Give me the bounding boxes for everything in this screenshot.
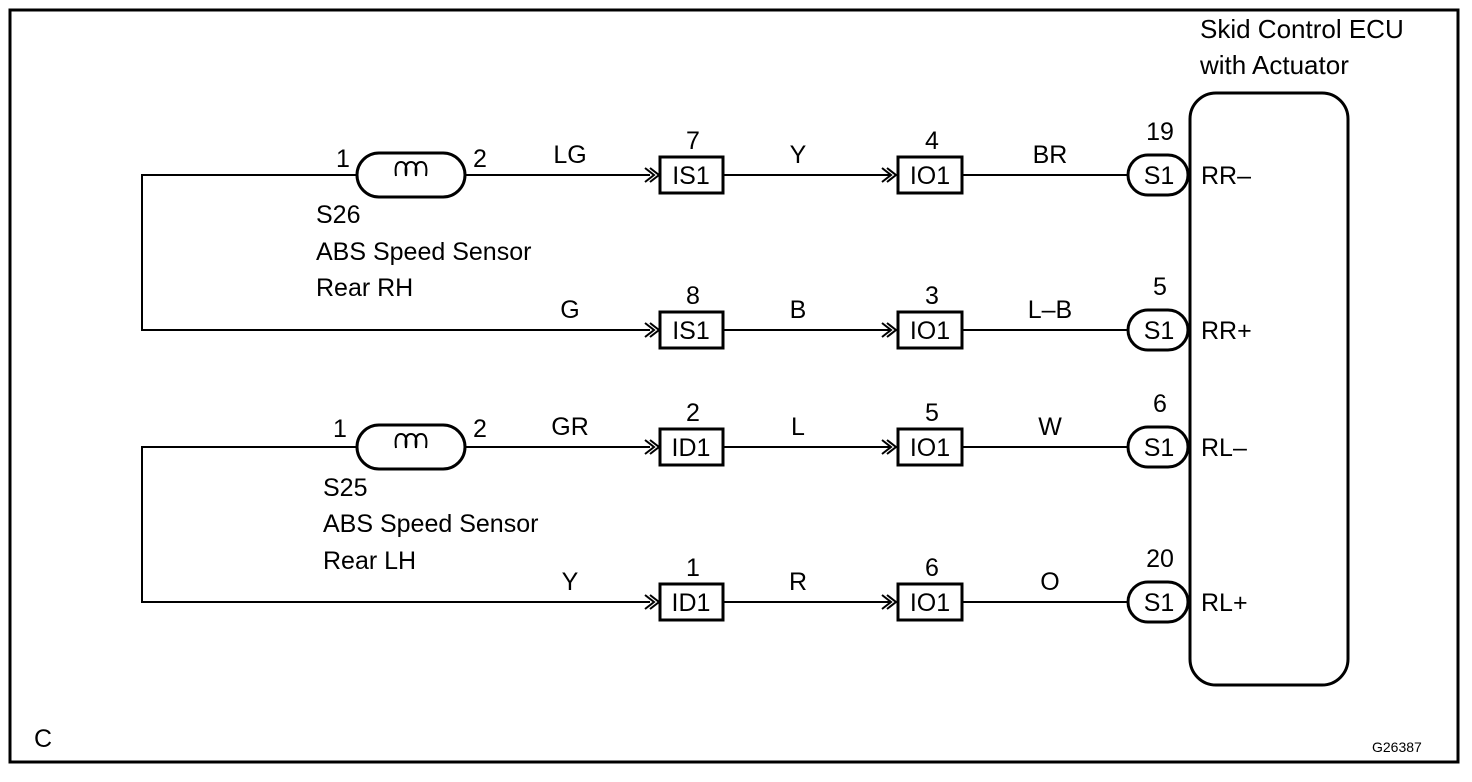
sensor-s25-pin-right: 2 [473, 415, 487, 443]
connector-pin: 5 [925, 399, 939, 427]
sensor-s25-location: Rear LH [323, 547, 416, 575]
connector-box [896, 155, 964, 195]
connector-label: IO1 [910, 434, 950, 462]
connector-pin: 7 [686, 127, 700, 155]
connector-label: ID1 [672, 589, 711, 617]
chevron-icon [881, 594, 893, 610]
sensor-s26: 1 2 S26 ABS Speed Sensor Rear RH [316, 145, 531, 302]
chevron-icon [644, 322, 656, 338]
connector-box [658, 155, 725, 195]
connector-label: IS1 [672, 317, 710, 345]
ecu-body [1188, 91, 1350, 687]
ecu-connector-pin: 6 [1153, 390, 1167, 418]
connector-box [896, 310, 964, 350]
ecu-pin-label: RR+ [1201, 317, 1252, 345]
ecu-connector-pin: 19 [1146, 118, 1174, 146]
connector-label: IS1 [672, 162, 710, 190]
sensor-s26-pin-right: 2 [473, 145, 487, 173]
sensor-s26-pin-left: 1 [336, 145, 350, 173]
chevron-icon [886, 439, 898, 455]
rl-sensor-return-wire [141, 446, 650, 603]
wire-color-label: L–B [1028, 296, 1072, 324]
sensor-s26-location: Rear RH [316, 274, 413, 302]
sensor-s25-code: S25 [323, 474, 367, 502]
wire-color-label: Y [562, 568, 579, 596]
connector-label: IO1 [910, 589, 950, 617]
connector-label: ID1 [672, 434, 711, 462]
sensor-s26-code: S26 [316, 201, 360, 229]
sensor-s26-body [355, 151, 467, 199]
wire-color-label: O [1040, 568, 1059, 596]
connector-pin: 6 [925, 554, 939, 582]
ecu-title-line1: Skid Control ECU [1200, 14, 1404, 44]
connector-arrow-icon [881, 594, 898, 610]
wire-color-label: W [1038, 413, 1062, 441]
chevron-icon [644, 167, 656, 183]
connector-pin: 4 [925, 127, 939, 155]
connector-arrow-icon [881, 322, 898, 338]
ecu-connector [1126, 153, 1190, 197]
rr-sensor-return-wire [141, 174, 650, 331]
ecu-pin-label: RR– [1201, 162, 1251, 190]
corner-letter: C [34, 725, 52, 753]
ecu-connector-label: S1 [1144, 317, 1175, 345]
chevron-icon [881, 167, 893, 183]
connector-pin: 8 [686, 282, 700, 310]
ecu-connector [1126, 580, 1190, 624]
chevron-icon [886, 322, 898, 338]
connector-arrow-icon [881, 439, 898, 455]
figure-code: G26387 [1372, 739, 1422, 755]
sensor-s25: 1 2 S25 ABS Speed Sensor Rear LH [323, 415, 538, 575]
ecu-connector [1126, 308, 1190, 352]
wire-color-label: GR [551, 413, 589, 441]
ecu-connector-label: S1 [1144, 589, 1175, 617]
wire-color-label: L [791, 413, 805, 441]
wire-color-label: BR [1033, 141, 1068, 169]
wire-color-label: B [790, 296, 807, 324]
connector-label: IO1 [910, 162, 950, 190]
connector-arrow-icon [881, 167, 898, 183]
wire-color-label: Y [790, 141, 807, 169]
sensor-s25-body [355, 423, 467, 471]
wire-color-label: R [789, 568, 807, 596]
ecu-connector-label: S1 [1144, 434, 1175, 462]
connector-pin: 1 [686, 554, 700, 582]
connector-box [658, 310, 725, 350]
connector-box [658, 427, 725, 467]
connector-box [658, 582, 725, 622]
coil-icon [394, 160, 428, 177]
chevron-icon [644, 439, 656, 455]
ecu-pin-label: RL+ [1201, 589, 1248, 617]
ecu-connector-pin: 5 [1153, 273, 1167, 301]
connector-label: IO1 [910, 317, 950, 345]
ecu-connector-pin: 20 [1146, 545, 1174, 573]
diagram-frame [8, 8, 1460, 764]
sensor-s25-pin-left: 1 [333, 415, 347, 443]
chevron-icon [881, 439, 893, 455]
chevron-icon [881, 322, 893, 338]
ecu-title-line2: with Actuator [1199, 50, 1349, 80]
chevron-icon [886, 167, 898, 183]
ecu-connector-label: S1 [1144, 162, 1175, 190]
ecu-pin-label: RL– [1201, 434, 1247, 462]
wire-color-label: G [560, 296, 579, 324]
connector-pin: 3 [925, 282, 939, 310]
connector-box [896, 582, 964, 622]
sensor-s25-name: ABS Speed Sensor [323, 510, 538, 538]
ecu-connector [1126, 425, 1190, 469]
connector-pin: 2 [686, 399, 700, 427]
sensor-s26-name: ABS Speed Sensor [316, 238, 531, 266]
chevron-icon [644, 594, 656, 610]
chevron-icon [886, 594, 898, 610]
wire-color-label: LG [553, 141, 586, 169]
coil-icon [394, 432, 428, 449]
connector-box [896, 427, 964, 467]
